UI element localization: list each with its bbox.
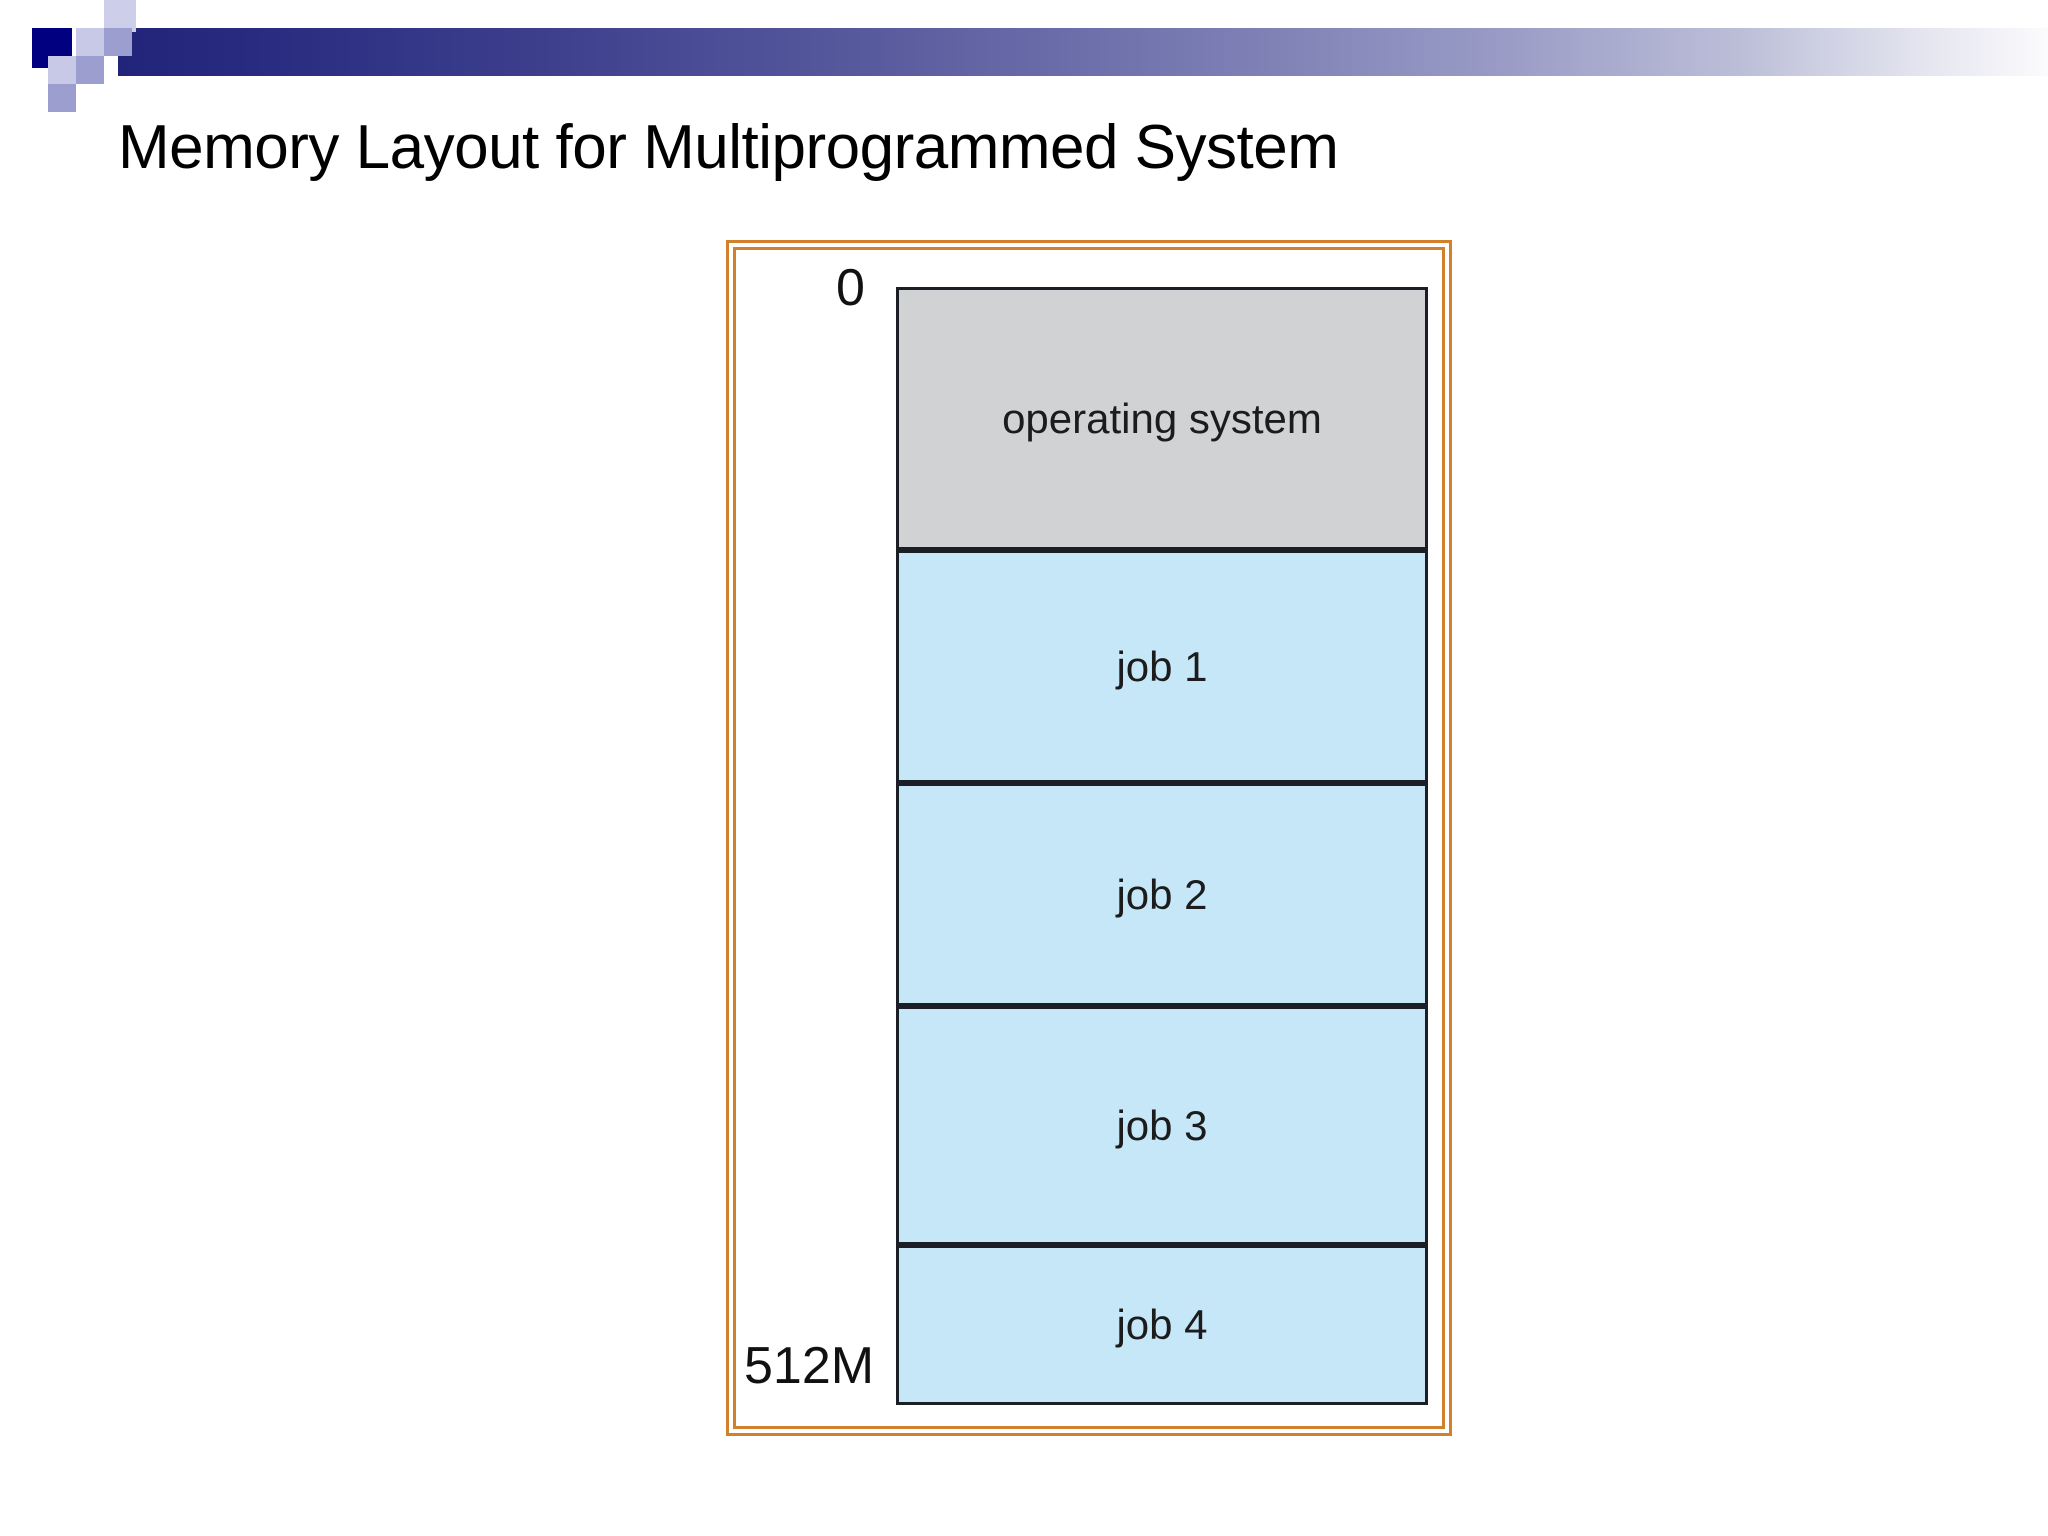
- memory-block-job-3: job 3: [896, 1006, 1428, 1245]
- accent-square-mid-a: [104, 28, 132, 56]
- memory-block-operating-system: operating system: [896, 287, 1428, 550]
- header-decoration: [0, 0, 2048, 120]
- memory-block-label: job 2: [1116, 870, 1208, 918]
- memory-block-job-4: job 4: [896, 1245, 1428, 1405]
- accent-square-light-b: [48, 56, 76, 84]
- memory-block-label: operating system: [1002, 394, 1322, 442]
- memory-block-job-2: job 2: [896, 783, 1428, 1006]
- memory-block-stack: operating system job 1 job 2 job 3 job 4: [896, 287, 1428, 1405]
- address-label-bottom: 512M: [744, 1337, 875, 1395]
- header-gradient-bar: [118, 28, 2048, 76]
- accent-square-light-a: [76, 28, 104, 56]
- memory-block-label: job 4: [1116, 1301, 1208, 1348]
- memory-diagram-frame-inner: [733, 247, 1445, 1429]
- memory-block-label: job 1: [1116, 642, 1208, 690]
- memory-block-job-1: job 1: [896, 550, 1428, 783]
- address-label-top: 0: [836, 259, 865, 317]
- accent-square-mid-b: [76, 56, 104, 84]
- page-title: Memory Layout for Multiprogrammed System: [118, 113, 1339, 182]
- accent-square-pale: [104, 0, 136, 32]
- memory-block-label: job 3: [1116, 1101, 1208, 1149]
- accent-square-mid-c: [48, 84, 76, 112]
